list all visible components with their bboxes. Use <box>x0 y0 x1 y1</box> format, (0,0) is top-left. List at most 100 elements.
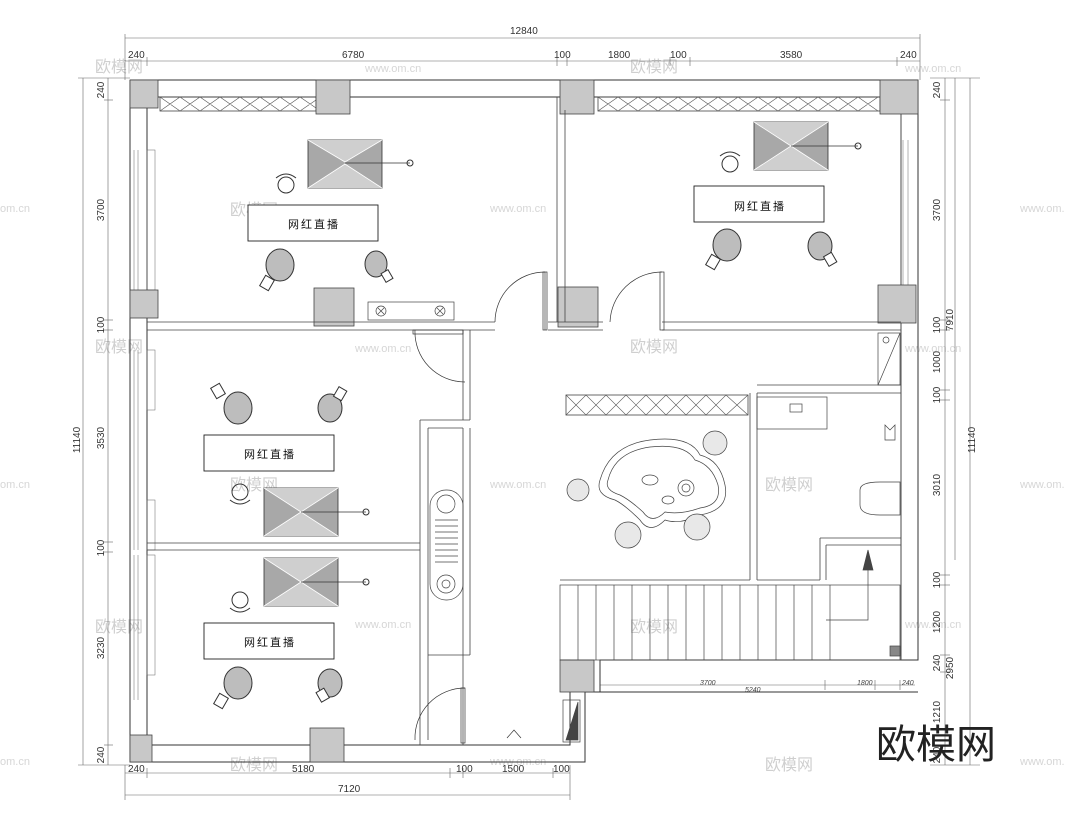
dim-bottom-seg: 1500 <box>502 764 525 775</box>
person <box>231 591 249 609</box>
watermark-site: www.om.cn <box>354 619 411 631</box>
dim-right-seg: 240 <box>932 746 943 763</box>
dim-stair: 240 <box>901 680 914 687</box>
room-2: 网红直播 <box>693 121 862 271</box>
dim-bottom-seg: 240 <box>128 764 145 775</box>
column <box>879 79 919 115</box>
dim-right-seg: 100 <box>932 571 943 588</box>
dim-top-seg: 240 <box>900 50 917 61</box>
lamp <box>364 250 388 278</box>
column <box>559 659 595 693</box>
watermark-brand: 欧模网 <box>95 57 143 76</box>
watermark-site: www.om.cn <box>364 63 421 75</box>
person <box>231 483 249 501</box>
watermarks: 欧模网 www.om.cn 欧模网 www.om.cn om.cn 欧模网 ww… <box>0 57 1065 774</box>
dim-top-total: 12840 <box>510 26 538 37</box>
dim-stair: 5240 <box>745 687 761 694</box>
column <box>129 289 159 319</box>
lamp <box>265 248 295 282</box>
column <box>129 79 159 109</box>
dim-left-total: 11140 <box>72 426 83 453</box>
room-4: 网红直播 <box>203 557 370 710</box>
watermark-site: om.cn <box>0 756 30 768</box>
dim-left-seg: 100 <box>96 539 107 556</box>
watermark-site: www.om.cn <box>489 479 546 491</box>
toilet-bowl <box>884 424 896 441</box>
zen-garden <box>566 430 728 549</box>
dim-stair: 3700 <box>700 680 716 687</box>
sink <box>756 396 828 430</box>
column <box>309 727 345 763</box>
toilet-room <box>756 332 901 516</box>
dim-right-sub-total2: 2950 <box>945 656 956 679</box>
watermark-site: om.cn <box>0 203 30 215</box>
lamp <box>223 391 253 425</box>
doors <box>412 271 665 744</box>
dimension-texts: 12840 240 6780 100 1800 100 3580 240 240… <box>72 26 978 795</box>
room-label: 网红直播 <box>734 199 786 213</box>
dim-right-seg: 100 <box>932 316 943 333</box>
dim-right-sub-total: 7910 <box>945 308 956 331</box>
dim-left-seg: 3530 <box>96 426 107 449</box>
column <box>877 284 917 324</box>
dim-right-seg: 1000 <box>932 350 943 373</box>
column <box>315 79 351 115</box>
lamp <box>223 666 253 700</box>
dim-top-seg: 100 <box>554 50 571 61</box>
dim-bottom-seg: 100 <box>456 764 473 775</box>
dim-right-seg: 240 <box>932 654 943 671</box>
watermark-site: www.om.cn <box>1019 479 1065 491</box>
watermark-site: www.om.cn <box>904 63 961 75</box>
dim-right-seg: 3700 <box>932 198 943 221</box>
dimension-lines <box>78 34 980 800</box>
room-label: 网红直播 <box>288 217 340 231</box>
dim-right-seg: 100 <box>932 386 943 403</box>
dim-bottom-seg: 5180 <box>292 764 315 775</box>
dim-right-seg: 3010 <box>932 473 943 496</box>
column <box>559 79 595 115</box>
dim-left-seg: 240 <box>96 81 107 98</box>
room-3: 网红直播 <box>203 382 370 537</box>
dim-bottom-seg: 100 <box>553 764 570 775</box>
person <box>277 176 295 194</box>
room-label-box <box>693 185 825 223</box>
dim-right-seg: 1200 <box>932 610 943 633</box>
dim-left-seg: 100 <box>96 316 107 333</box>
dim-right-total: 11140 <box>967 426 978 453</box>
dim-top-seg: 3580 <box>780 50 803 61</box>
cabinets <box>367 301 455 321</box>
watermark-brand: 欧模网 <box>230 755 278 774</box>
watermark-brand: 欧模网 <box>95 337 143 356</box>
watermark-site: om.cn <box>0 479 30 491</box>
dim-stair: 1800 <box>857 680 873 687</box>
columns <box>129 79 919 763</box>
stairs <box>559 549 901 743</box>
dim-left-seg: 240 <box>96 746 107 763</box>
dim-left-seg: 3700 <box>96 198 107 221</box>
lamp <box>317 393 343 423</box>
watermark-brand: 欧模网 <box>765 475 813 494</box>
left-windows <box>133 140 909 700</box>
dim-bottom-total: 7120 <box>338 784 361 795</box>
interior-walls <box>147 97 901 745</box>
person <box>721 155 739 173</box>
dim-right-seg: 240 <box>932 81 943 98</box>
watermark-site: www.om.cn <box>489 203 546 215</box>
dim-top-seg: 6780 <box>342 50 365 61</box>
brand-logo: 欧模网 <box>876 722 996 768</box>
column <box>129 734 153 763</box>
lamp <box>712 228 742 262</box>
dim-top-seg: 1800 <box>608 50 631 61</box>
dim-top-seg: 100 <box>670 50 687 61</box>
room-1: 网红直播 <box>247 139 414 292</box>
urinal <box>859 481 901 516</box>
corridor-shelf <box>429 489 464 601</box>
watermark-brand: 欧模网 <box>630 57 678 76</box>
dim-top-seg: 240 <box>128 50 145 61</box>
room-label-box <box>247 204 379 242</box>
room-label-box <box>203 434 335 472</box>
watermark-brand: 欧模网 <box>765 755 813 774</box>
watermark-brand: 欧模网 <box>630 337 678 356</box>
column <box>313 287 355 327</box>
